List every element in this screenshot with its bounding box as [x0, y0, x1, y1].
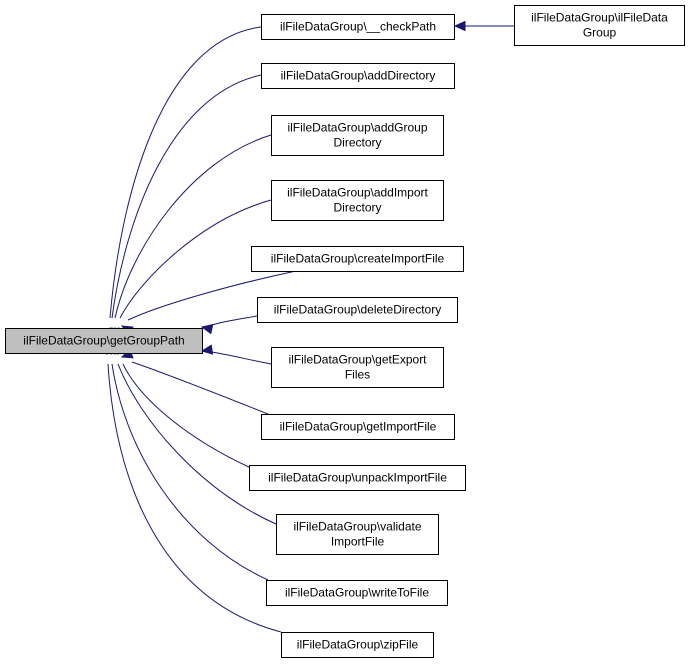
edge-addGroupDirectory-to-getGroupPath — [114, 134, 272, 319]
node-box — [271, 347, 444, 388]
node-box — [514, 5, 685, 46]
node-deleteDirectory[interactable]: ilFileDataGroup\deleteDirectory — [257, 297, 458, 323]
node-zipFile[interactable]: ilFileDataGroup\zipFile — [281, 632, 434, 658]
node-checkPath[interactable]: ilFileDataGroup\__checkPath — [261, 14, 455, 40]
node-label: ilFileDataGroup\createImportFile — [271, 252, 445, 266]
node-label: ilFileDataGroup\__checkPath — [280, 20, 436, 34]
edge-writeToFile-to-getGroupPath — [111, 363, 269, 581]
node-box — [281, 632, 434, 658]
node-label: ilFileDataGroup\zipFile — [297, 638, 419, 652]
nodes-layer: ilFileDataGroup\getGroupPath ilFileDataGr… — [5, 5, 685, 658]
edge-addDirectory-to-getGroupPath — [111, 74, 262, 319]
node-label: ilFileDataGroup\deleteDirectory — [274, 303, 441, 317]
edge-getImportFile-to-getGroupPath — [131, 361, 269, 415]
edge-addImportDirectory-to-getGroupPath — [119, 199, 272, 319]
node-addDirectory[interactable]: ilFileDataGroup\addDirectory — [261, 63, 455, 89]
arrowhead-deleteDirectory — [200, 324, 214, 335]
edge-getExportFiles-to-getGroupPath — [211, 351, 272, 365]
node-box — [251, 246, 464, 272]
node-createImportFile[interactable]: ilFileDataGroup\createImportFile — [251, 246, 464, 272]
node-box — [271, 180, 444, 221]
edge-unpackImportFile-to-getGroupPath — [122, 363, 252, 469]
node-unpackImportFile[interactable]: ilFileDataGroup\unpackImportFile — [249, 465, 466, 491]
node-label: ImportFile — [331, 535, 385, 549]
node-box — [249, 465, 466, 491]
node-box — [261, 14, 455, 40]
node-label: ilFileDataGroup\writeToFile — [285, 586, 429, 600]
node-label: ilFileDataGroup\getImportFile — [280, 420, 437, 434]
edge-checkPath-to-getGroupPath — [109, 26, 262, 319]
node-label: ilFileDataGroup\ilFileData — [531, 11, 668, 25]
node-label: Files — [345, 368, 370, 382]
node-label: ilFileDataGroup\addDirectory — [281, 69, 436, 83]
edge-createImportFile-to-getGroupPath — [127, 270, 297, 321]
node-label: ilFileDataGroup\getGroupPath — [23, 334, 184, 348]
node-label: ilFileDataGroup\getExport — [288, 353, 427, 367]
arrowhead-constructor — [453, 20, 466, 32]
node-label: Group — [583, 26, 617, 40]
node-box — [266, 580, 448, 606]
node-box — [261, 63, 455, 89]
node-label: ilFileDataGroup\validate — [293, 520, 421, 534]
node-box — [261, 414, 455, 440]
node-label: Directory — [333, 136, 381, 150]
node-constructor[interactable]: ilFileDataGroup\ilFileDataGroup — [514, 5, 685, 46]
edge-validateImportFile-to-getGroupPath — [117, 363, 277, 525]
node-writeToFile[interactable]: ilFileDataGroup\writeToFile — [266, 580, 448, 606]
edge-deleteDirectory-to-getGroupPath — [211, 315, 258, 326]
node-box — [5, 328, 203, 354]
node-getGroupPath[interactable]: ilFileDataGroup\getGroupPath — [5, 328, 203, 354]
node-label: ilFileDataGroup\unpackImportFile — [268, 471, 447, 485]
node-label: ilFileDataGroup\addGroup — [287, 121, 427, 135]
node-getImportFile[interactable]: ilFileDataGroup\getImportFile — [261, 414, 455, 440]
node-box — [271, 115, 444, 156]
arrowhead-getExportFiles — [200, 344, 214, 355]
edge-zipFile-to-getGroupPath — [107, 363, 282, 633]
node-box — [257, 297, 458, 323]
node-label: Directory — [333, 201, 381, 215]
node-box — [276, 514, 439, 555]
node-label: ilFileDataGroup\addImport — [287, 186, 428, 200]
